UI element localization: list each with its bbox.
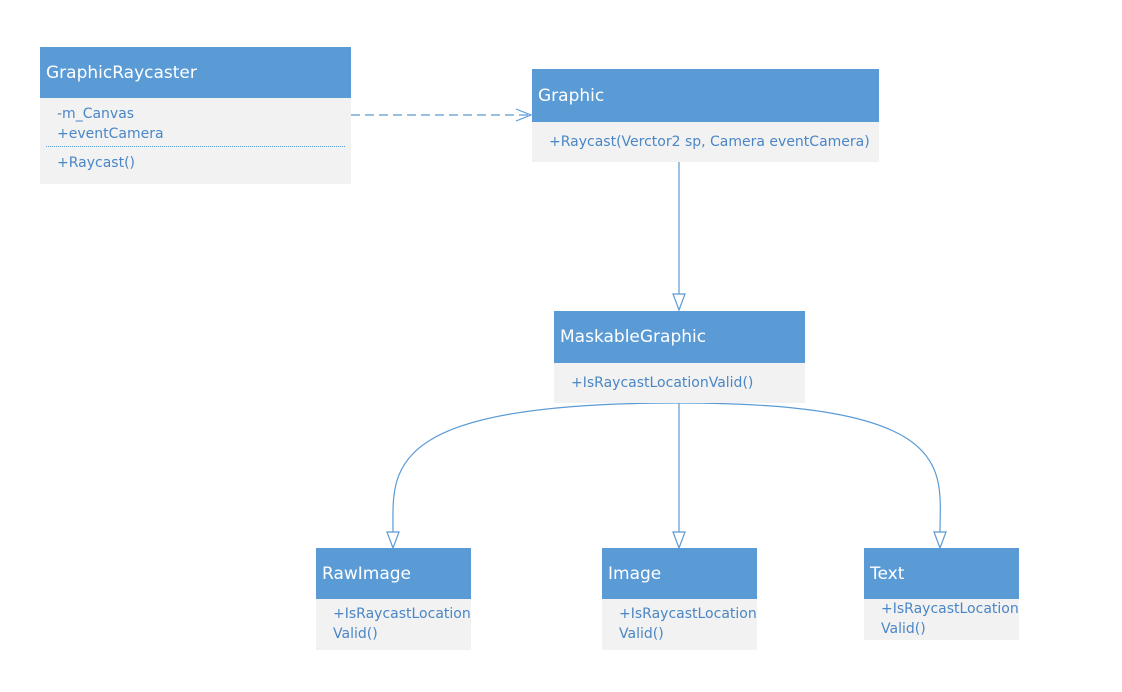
- inheritance-arrow-head-text: [933, 531, 947, 550]
- methods-section: +Raycast(): [40, 148, 351, 184]
- class-image[interactable]: Image +IsRaycastLocation Valid(): [602, 548, 757, 650]
- class-name-graphic: Graphic: [532, 69, 879, 122]
- method-valid: Valid(): [619, 626, 664, 642]
- methods-section: +IsRaycastLocation Valid(): [316, 599, 471, 650]
- methods-section: +IsRaycastLocationValid(): [554, 363, 805, 403]
- method-is-raycast-location: +IsRaycastLocation: [333, 606, 471, 622]
- class-maskable-graphic[interactable]: MaskableGraphic +IsRaycastLocationValid(…: [554, 311, 805, 403]
- method-raycast: +Raycast(): [57, 155, 135, 171]
- class-name-text: Text: [864, 548, 1019, 599]
- method-valid: Valid(): [333, 626, 378, 642]
- section-divider: [46, 146, 345, 147]
- method-raycast: +Raycast(Verctor2 sp, Camera eventCamera…: [549, 134, 870, 150]
- methods-section: +IsRaycastLocation Valid(): [602, 599, 757, 650]
- class-graphic[interactable]: Graphic +Raycast(Verctor2 sp, Camera eve…: [532, 69, 879, 162]
- inheritance-arrow-head-rawimage: [386, 531, 400, 550]
- class-name-raw-image: RawImage: [316, 548, 471, 599]
- method-is-raycast-location-valid: +IsRaycastLocationValid(): [571, 375, 754, 391]
- method-is-raycast-location: +IsRaycastLocation: [619, 606, 757, 622]
- separator-row: [40, 146, 351, 148]
- class-name-image: Image: [602, 548, 757, 599]
- attribute-m-canvas: -m_Canvas: [57, 106, 135, 122]
- dependency-arrow-head: [515, 108, 533, 122]
- methods-section: +Raycast(Verctor2 sp, Camera eventCamera…: [532, 122, 879, 162]
- class-name-graphic-raycaster: GraphicRaycaster: [40, 47, 351, 98]
- inheritance-line-text: [678, 402, 941, 533]
- inheritance-arrow-head-image: [672, 531, 686, 550]
- attribute-event-camera: +eventCamera: [57, 126, 164, 142]
- inheritance-line-rawimage: [392, 402, 680, 533]
- attributes-section: -m_Canvas +eventCamera: [40, 98, 351, 146]
- class-raw-image[interactable]: RawImage +IsRaycastLocation Valid(): [316, 548, 471, 650]
- method-is-raycast-location: +IsRaycastLocation: [881, 601, 1019, 617]
- class-graphic-raycaster[interactable]: GraphicRaycaster -m_Canvas +eventCamera …: [40, 47, 351, 184]
- class-text[interactable]: Text +IsRaycastLocation Valid(): [864, 548, 1019, 640]
- class-name-maskable-graphic: MaskableGraphic: [554, 311, 805, 363]
- method-valid: Valid(): [881, 621, 926, 637]
- inheritance-arrow-head-graphic: [672, 293, 686, 312]
- methods-section: +IsRaycastLocation Valid(): [864, 599, 1019, 640]
